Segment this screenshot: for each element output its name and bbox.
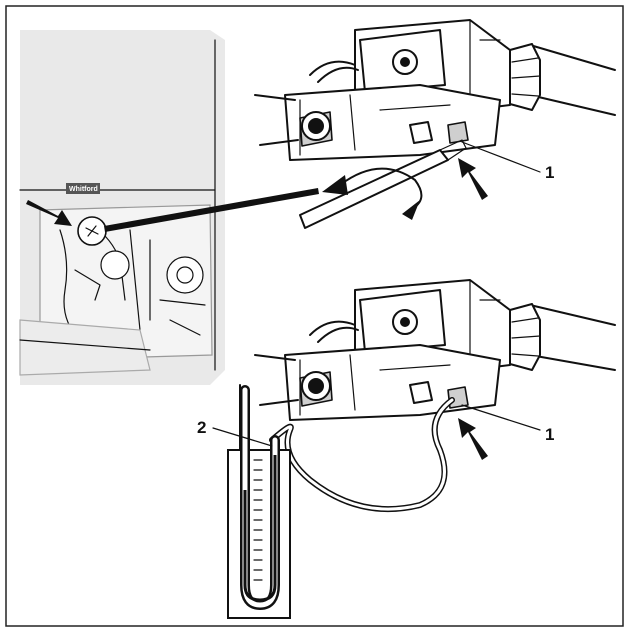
lower-callout-leader bbox=[461, 404, 541, 431]
lower-pipe-bottom bbox=[529, 354, 616, 371]
upper-solenoid-bolt-center bbox=[400, 57, 410, 67]
lower-callout-arrow bbox=[458, 418, 488, 460]
boiler-tray-line bbox=[19, 339, 151, 351]
pressure-hose bbox=[270, 398, 454, 511]
boiler-pointer-arrow bbox=[26, 200, 72, 226]
manometer-housing bbox=[227, 449, 291, 619]
upper-nut-facets bbox=[511, 57, 541, 97]
upper-test-point bbox=[447, 121, 469, 144]
boiler-base-tray bbox=[19, 319, 151, 376]
upper-callout-leader bbox=[461, 141, 541, 173]
manometer-callout-label: 2 bbox=[197, 418, 206, 437]
upper-pipe-bottom bbox=[529, 94, 616, 116]
boiler-logo-badge bbox=[66, 183, 100, 194]
manometer-callout-leader bbox=[212, 427, 273, 447]
upper-knob-center bbox=[308, 118, 324, 134]
boiler-illustration: Whitford bbox=[19, 30, 225, 385]
lower-nut-facets bbox=[511, 317, 541, 357]
u-tube-fluid bbox=[243, 455, 277, 602]
diagram-border bbox=[5, 5, 624, 627]
boiler-logo-text: Whitford bbox=[69, 186, 98, 193]
upper-gas-valve: 1 bbox=[254, 19, 616, 229]
zoom-circle-detail bbox=[85, 225, 99, 237]
lower-gas-valve: 1 bbox=[254, 279, 616, 460]
lower-solenoid-bolt-center bbox=[400, 317, 410, 327]
rotation-arrow-head bbox=[322, 175, 348, 195]
upper-pipe-top bbox=[529, 44, 616, 71]
rotation-arrow-tail bbox=[402, 200, 420, 220]
manometer-scale bbox=[253, 459, 263, 581]
boiler-interior-components bbox=[59, 224, 206, 341]
boiler-interior bbox=[39, 204, 213, 361]
upper-test-nipple bbox=[409, 121, 433, 144]
upper-callout-label: 1 bbox=[545, 163, 554, 182]
lower-pipe-top bbox=[529, 304, 616, 326]
rotation-arrow-arc bbox=[339, 167, 423, 211]
manometer-assembly: 2 bbox=[197, 384, 455, 619]
screwdriver bbox=[299, 149, 449, 229]
lower-wires bbox=[254, 320, 359, 406]
upper-callout-arrow bbox=[458, 158, 488, 200]
upper-operator-block bbox=[284, 84, 501, 161]
zoom-leader-line bbox=[104, 188, 319, 232]
lower-callout-label: 1 bbox=[545, 425, 554, 444]
screwdriver-tip bbox=[439, 139, 467, 161]
upper-wires bbox=[254, 60, 359, 146]
lower-knob-center bbox=[308, 378, 324, 394]
lower-test-nipple bbox=[409, 381, 433, 404]
